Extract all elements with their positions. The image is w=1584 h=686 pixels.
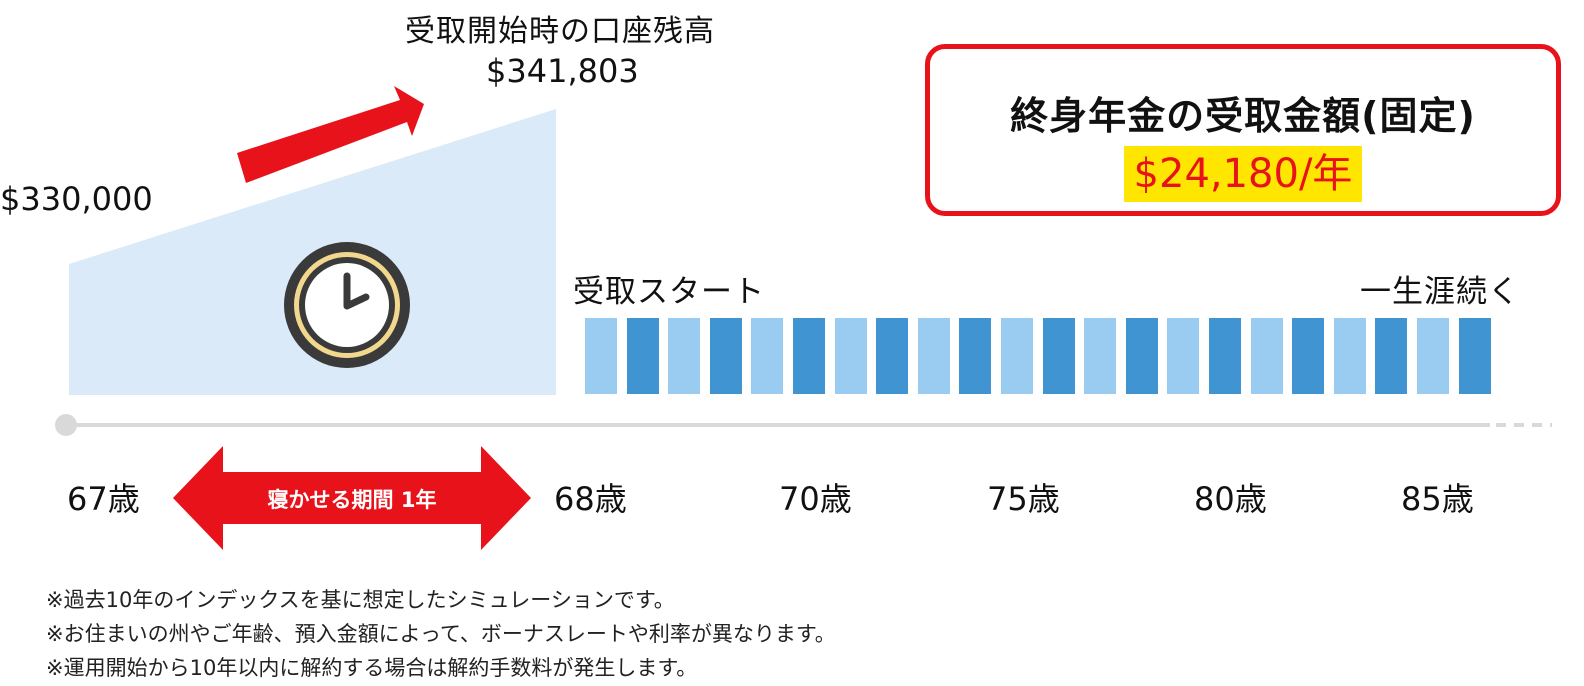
payout-bar <box>1292 318 1325 394</box>
start-balance-label: 受取開始時の口座残高 <box>405 14 715 49</box>
age-label-68: 68歳 <box>554 480 627 518</box>
payout-bars <box>585 318 1495 394</box>
payout-bar <box>959 318 992 394</box>
age-label-85: 85歳 <box>1401 480 1474 518</box>
payout-bar <box>709 318 742 394</box>
payout-bar <box>1125 318 1158 394</box>
age-label-80: 80歳 <box>1194 480 1267 518</box>
payout-bar <box>626 318 659 394</box>
age-label-75: 75歳 <box>987 480 1060 518</box>
annuity-amount-wrap: $24,180/年 <box>930 146 1556 202</box>
annuity-amount: $24,180/年 <box>1123 146 1363 202</box>
payout-bar <box>1209 318 1241 394</box>
deferral-double-arrow-icon <box>173 446 531 550</box>
timeline <box>55 414 1552 436</box>
growth-arrow-icon <box>237 86 424 183</box>
annuity-amount-box: 終身年金の受取金額(固定) $24,180/年 <box>925 44 1561 216</box>
start-balance-value: $341,803 <box>486 52 639 90</box>
growth-area <box>69 86 556 395</box>
payout-bar <box>1001 318 1033 394</box>
growth-trapezoid <box>69 109 556 395</box>
initial-balance-value: $330,000 <box>0 180 153 218</box>
payout-bar <box>1042 318 1075 394</box>
annuity-title: 終身年金の受取金額(固定) <box>1010 94 1476 138</box>
note-line-2: ※お住まいの州やご年齢、預入金額によって、ボーナスレートや利率が異なります。 <box>46 622 836 646</box>
payout-bar <box>1333 318 1366 394</box>
payout-bar <box>1167 318 1200 394</box>
age-label-70: 70歳 <box>779 480 852 518</box>
lifetime-label: 一生涯続く <box>1360 274 1520 310</box>
clock-icon <box>284 242 410 368</box>
payout-bar <box>1375 318 1408 394</box>
payout-bar <box>1417 318 1449 394</box>
payout-bar <box>834 318 867 394</box>
payout-bar <box>1250 318 1283 394</box>
payout-bar <box>585 318 617 394</box>
payout-bar <box>751 318 784 394</box>
payout-bar <box>876 318 909 394</box>
payout-start-label: 受取スタート <box>573 274 765 310</box>
timeline-start-dot <box>55 414 77 436</box>
payout-bar <box>917 318 950 394</box>
payout-bar <box>668 318 701 394</box>
note-line-3: ※運用開始から10年以内に解約する場合は解約手数料が発生します。 <box>46 656 698 680</box>
deferral-period-label: 寝かせる期間 1年 <box>267 488 437 512</box>
note-line-1: ※過去10年のインデックスを基に想定したシミュレーションです。 <box>46 588 675 612</box>
payout-bar <box>793 318 825 394</box>
payout-bar <box>1084 318 1117 394</box>
age-label-67: 67歳 <box>67 480 140 518</box>
payout-bar <box>1458 318 1491 394</box>
